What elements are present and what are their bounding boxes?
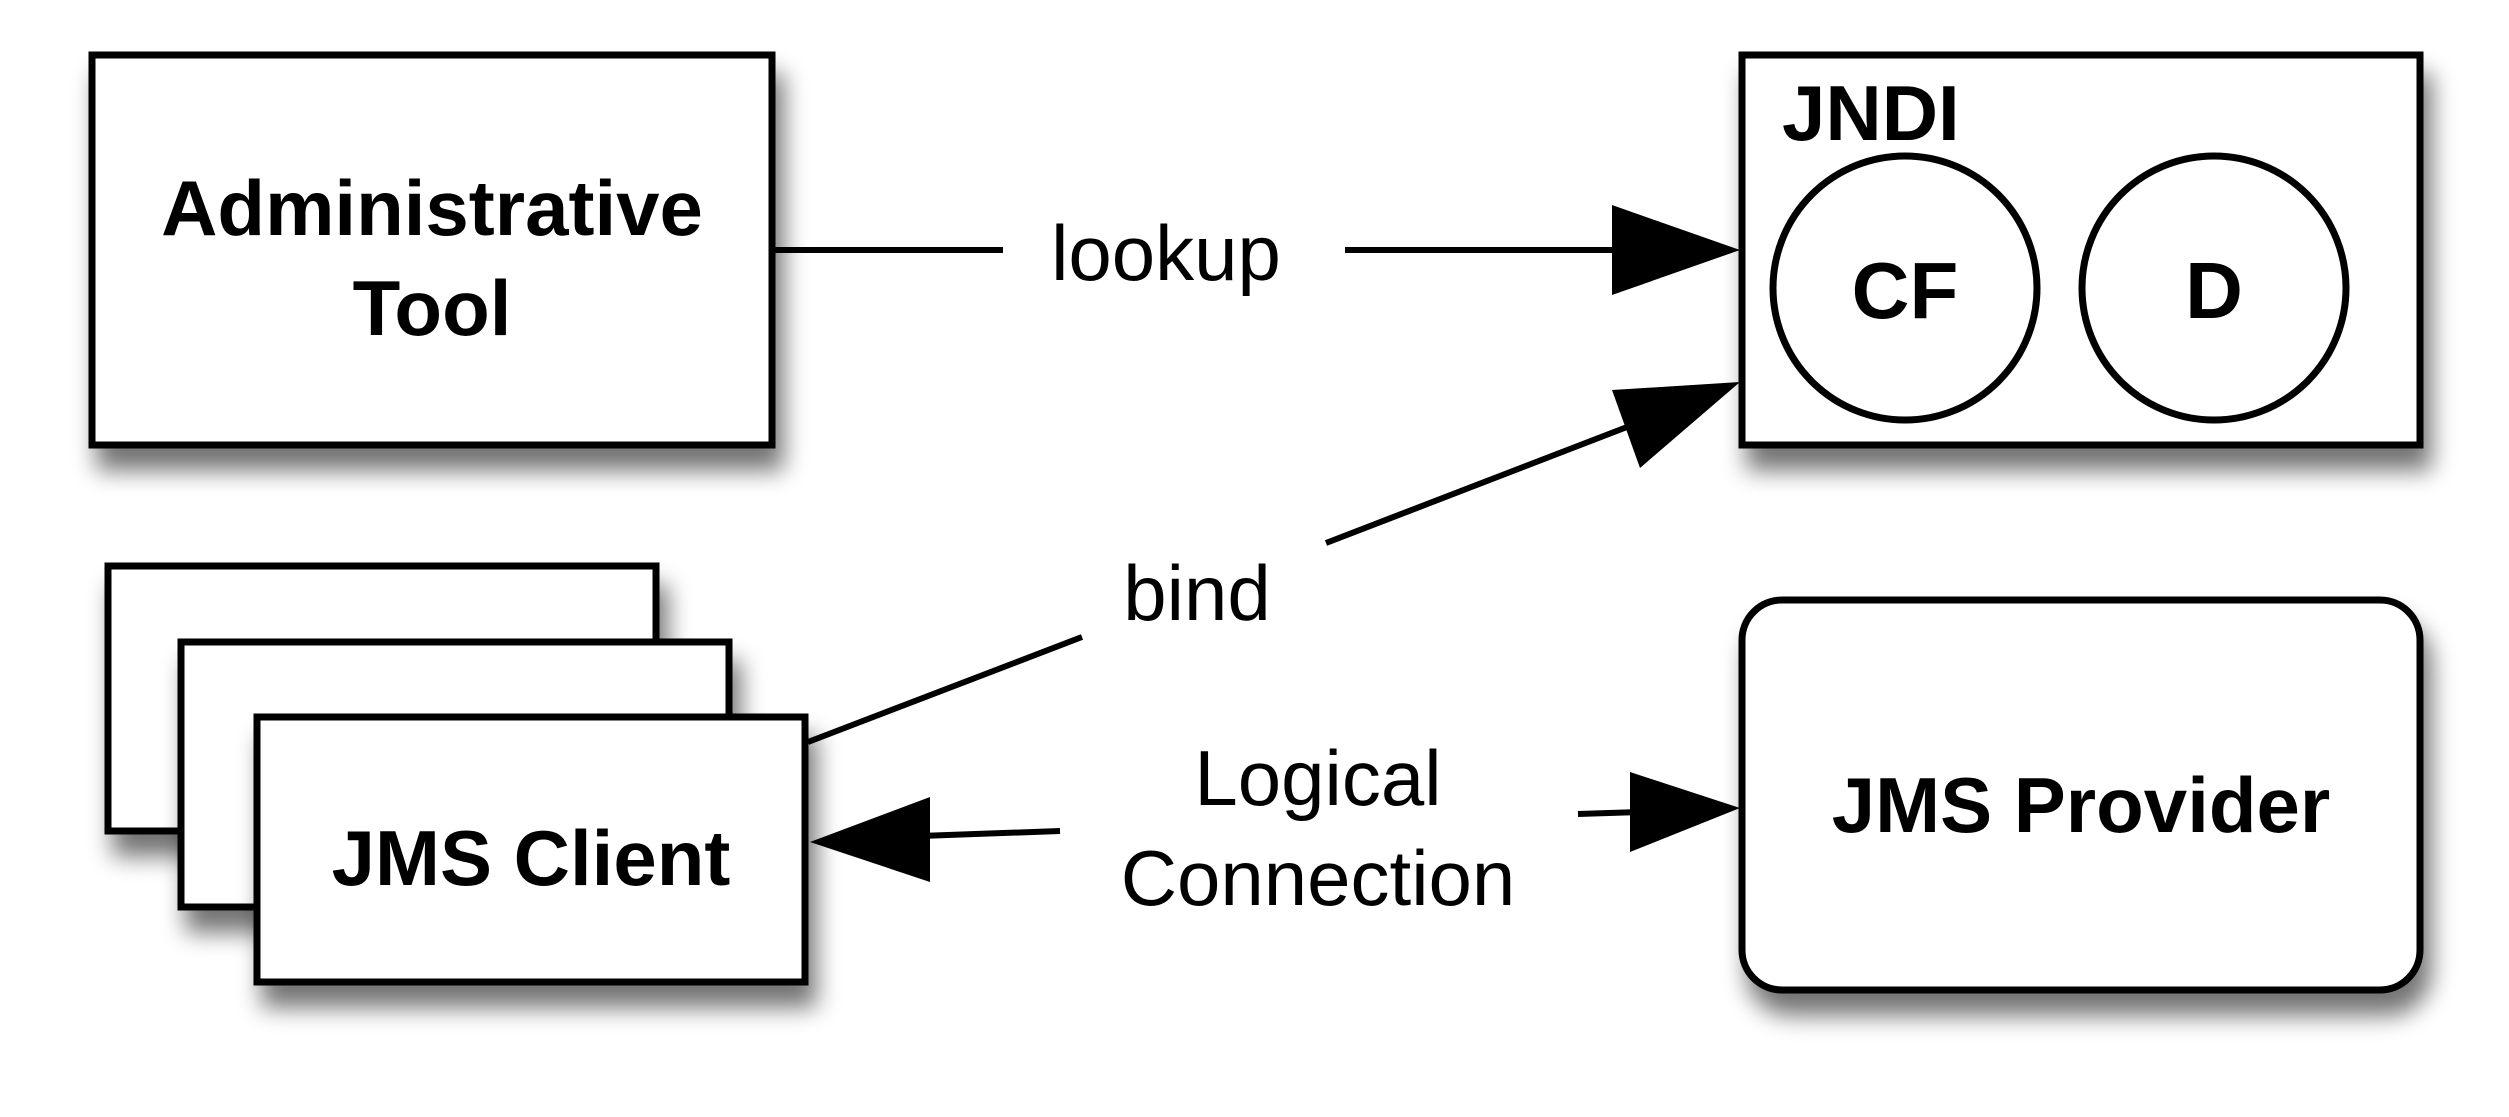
administrative-tool-label-line2: Tool <box>353 264 512 352</box>
cf-circle <box>1769 152 2041 424</box>
logical-connection-line-right <box>1577 809 1641 817</box>
logical-connection-arrowhead-right <box>1630 772 1740 852</box>
bind-arrowhead <box>1612 382 1740 468</box>
bind-label: bind <box>1123 549 1270 637</box>
jndi-title: JNDI <box>1782 69 1960 157</box>
jms-provider-label: JMS Provider <box>1832 761 2331 849</box>
lookup-edge: lookup <box>772 205 1740 297</box>
logical-connection-label-line1: Logical <box>1194 734 1441 822</box>
bind-line-upper <box>1324 419 1642 546</box>
logical-connection-line-left <box>919 828 1061 839</box>
jms-client-card-front <box>253 713 809 986</box>
jndi-node: JNDI CF D <box>1738 51 2424 449</box>
jms-client-label: JMS Client <box>332 814 731 902</box>
jms-provider-node: JMS Provider <box>1738 596 2424 994</box>
d-circle <box>2078 152 2350 424</box>
bind-edge: bind <box>806 382 1740 745</box>
administrative-tool-label-line1: Administrative <box>161 164 703 252</box>
lookup-arrowhead <box>1612 205 1740 295</box>
logical-connection-edge: Logical Connection <box>810 734 1740 922</box>
lookup-label: lookup <box>1051 209 1281 297</box>
logical-connection-label-line2: Connection <box>1121 834 1516 922</box>
bind-line-lower <box>806 634 1084 745</box>
d-label: D <box>2185 246 2243 335</box>
administrative-tool-node: Administrative Tool <box>88 51 776 449</box>
cf-label: CF <box>1852 246 1959 335</box>
jms-client-stack: JMS Client <box>104 562 809 986</box>
logical-connection-arrowhead-left <box>810 797 930 882</box>
